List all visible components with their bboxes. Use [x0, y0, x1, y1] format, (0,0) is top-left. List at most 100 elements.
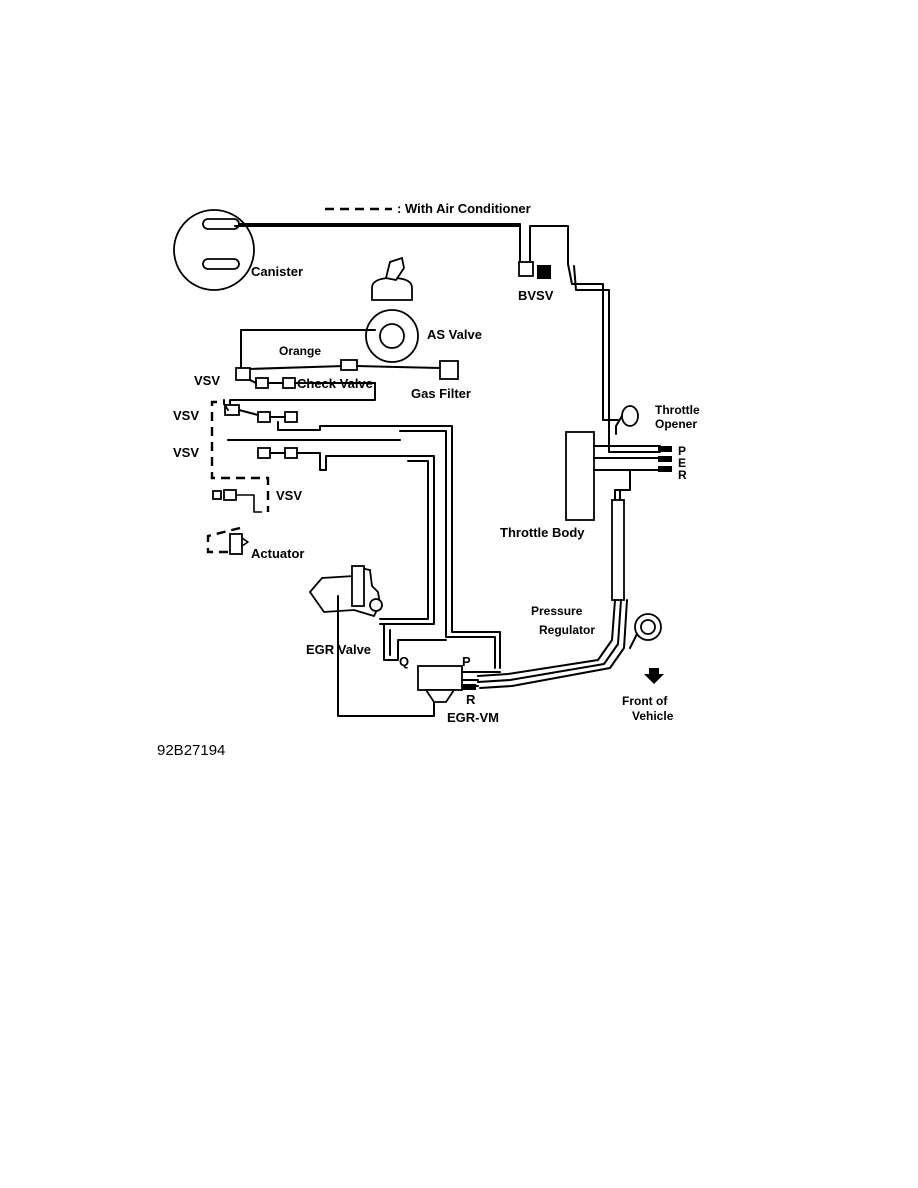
- gas-filter-label: Gas Filter: [411, 386, 471, 401]
- throttle-opener-body: [621, 405, 639, 427]
- canister-label: Canister: [251, 264, 303, 279]
- egr-valve-port: [369, 598, 383, 612]
- actuator-stem: [241, 537, 249, 547]
- as-valve-inlet: [384, 256, 405, 282]
- vsv-2-box-b: [284, 411, 298, 423]
- port-e-label: E: [678, 456, 686, 470]
- vsv-1: VSV Check Valve: [194, 367, 376, 391]
- hose-sleeve: [611, 499, 625, 601]
- throttle-body-block: [565, 431, 595, 521]
- vsv-2: VSV: [173, 404, 298, 423]
- canister-port-bottom: [202, 258, 240, 270]
- bvsv-label: BVSV: [518, 288, 554, 303]
- front-arrow-icon: [644, 668, 664, 684]
- throttle-opener-label-1: Throttle: [655, 403, 700, 417]
- egr-vm-r-label: R: [466, 692, 476, 707]
- actuator-body: [229, 533, 243, 555]
- vsv-2-box-a: [257, 411, 271, 423]
- vsv-2-label: VSV: [173, 408, 199, 423]
- vsv-4-body: [223, 489, 237, 501]
- check-valve: [282, 377, 296, 389]
- hose-vsv1: [249, 379, 376, 384]
- vsv-4-hose: [236, 494, 262, 513]
- hose-orange: [247, 365, 345, 370]
- pressure-regulator-hose: [629, 633, 638, 649]
- figure-code: 92B27194: [157, 742, 225, 759]
- as-valve-inner: [379, 323, 405, 349]
- pressure-regulator: Pressure Regulator: [531, 604, 662, 649]
- pressure-regulator-label-2: Regulator: [539, 623, 595, 637]
- vsv-3: VSV: [173, 439, 401, 460]
- egr-vm-q-label: Q: [399, 654, 409, 669]
- egr-vm-port-r: [462, 684, 476, 690]
- hose-bvsv-loop: [529, 225, 569, 265]
- egr-vm-body: [417, 665, 463, 691]
- orange-label: Orange: [279, 344, 321, 358]
- vsv-4: VSV: [212, 488, 302, 513]
- bvsv-body: [518, 261, 534, 277]
- bvsv-sensor: [537, 265, 551, 279]
- hose-orange-2: [356, 365, 441, 369]
- hose-canister-bvsv: [238, 223, 521, 265]
- vsv-4-plug: [212, 490, 222, 500]
- egr-valve: EGR Valve: [306, 565, 383, 657]
- as-valve-cap: [371, 277, 413, 301]
- hose-vsv2-long: [277, 421, 401, 431]
- hose-egr-valve-bottom: [337, 595, 435, 717]
- hose-egr-valve-b: [379, 460, 429, 620]
- hose-vsv3-long: [296, 452, 409, 471]
- port-p-nipple: [658, 446, 672, 452]
- legend: : With Air Conditioner: [325, 201, 531, 216]
- vsv-3-box-b: [284, 447, 298, 459]
- hose-check-return: [229, 382, 376, 409]
- hose-vsv2-short: [238, 409, 286, 418]
- port-r-label: R: [678, 468, 687, 482]
- actuator: Actuator: [206, 526, 304, 561]
- vsv-4-label: VSV: [276, 488, 302, 503]
- hose-tb-egr-3: [479, 599, 628, 689]
- egr-valve-body: [308, 567, 381, 618]
- canister-body: [173, 209, 255, 291]
- port-r-nipple: [658, 466, 672, 472]
- bvsv: BVSV: [518, 225, 569, 303]
- check-valve-label: Check Valve: [297, 376, 373, 391]
- port-e-nipple: [658, 456, 672, 462]
- actuator-label: Actuator: [251, 546, 304, 561]
- dashed-ac-circuit: [210, 400, 270, 512]
- hose-egr-valve-q: [383, 623, 447, 661]
- throttle-body: P E R Throttle Body: [500, 431, 687, 540]
- vsv-3-label: VSV: [173, 445, 199, 460]
- throttle-body-label: Throttle Body: [500, 525, 585, 540]
- throttle-body-ports: [593, 445, 661, 471]
- actuator-dashed: [206, 526, 241, 554]
- canister-port-top: [202, 218, 240, 230]
- hose-tb-egr-2: [477, 599, 622, 683]
- canister: Canister: [173, 209, 303, 291]
- pressure-regulator-label-1: Pressure: [531, 604, 583, 618]
- legend-text: : With Air Conditioner: [397, 201, 531, 216]
- throttle-opener: Throttle Opener: [615, 403, 700, 435]
- vsv-1-body: [235, 367, 251, 381]
- throttle-opener-label-2: Opener: [655, 417, 697, 431]
- egr-valve-stem: [351, 565, 365, 607]
- egr-vm-p-label: P: [462, 654, 471, 669]
- egr-vm-label: EGR-VM: [447, 710, 499, 725]
- as-valve-label: AS Valve: [427, 327, 482, 342]
- port-p-label: P: [678, 444, 686, 458]
- orange-line: Orange Gas Filter: [247, 344, 471, 401]
- orange-connector: [340, 359, 358, 371]
- hose-egr-main-1: [399, 425, 501, 669]
- hose-egr-valve-a: [379, 455, 435, 625]
- hose-vsv2-up: [223, 399, 229, 411]
- throttle-opener-link: [615, 415, 623, 435]
- vsv-3-box-a: [257, 447, 271, 459]
- hose-egr-main-2: [399, 430, 496, 669]
- pressure-regulator-inner: [640, 619, 656, 635]
- hose-tb-egr-1: [477, 599, 616, 677]
- front-vehicle-label-1: Front of: [622, 694, 668, 708]
- egr-vm-base: [424, 689, 456, 703]
- vsv-1-label: VSV: [194, 373, 220, 388]
- egr-vm: Q P R EGR-VM: [399, 654, 501, 725]
- front-vehicle-label-2: Vehicle: [632, 709, 674, 723]
